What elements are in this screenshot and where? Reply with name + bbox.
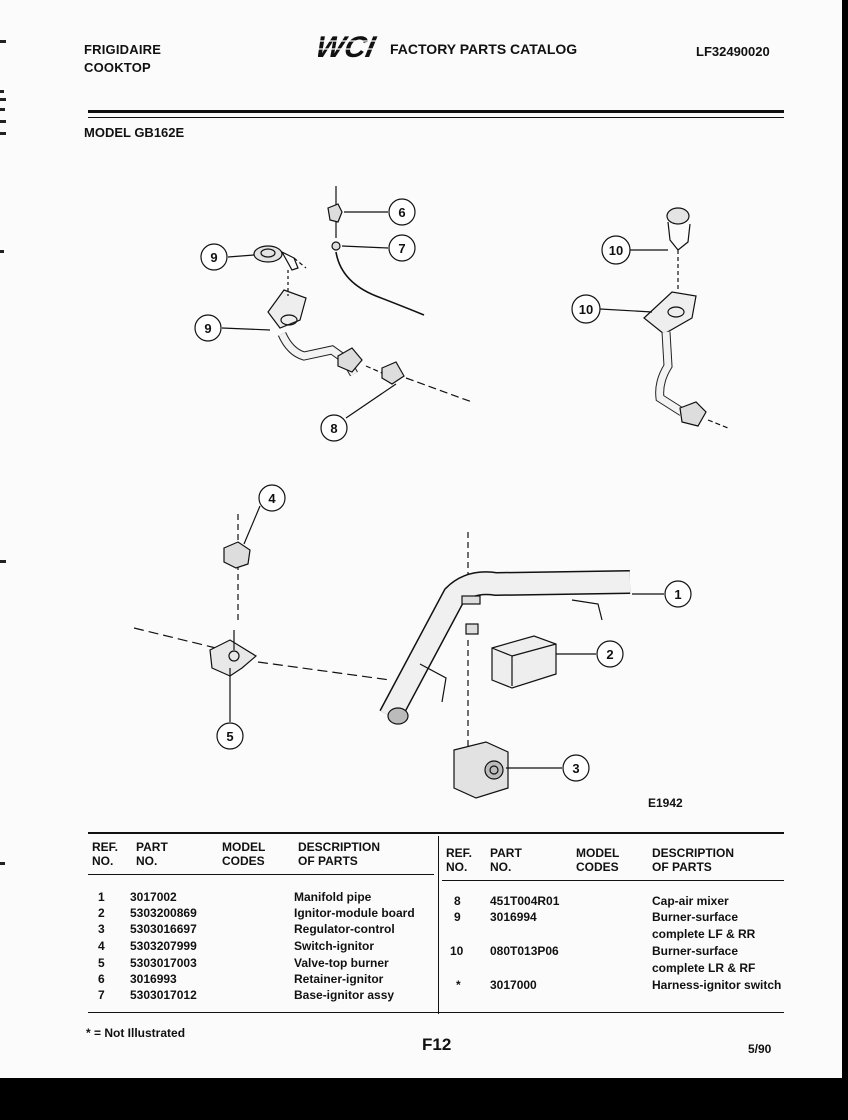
exploded-parts-diagram: 6 7 9 9 8 10 10 4 5 xyxy=(133,186,729,799)
callout-label: 1 xyxy=(674,587,681,602)
table-header-rule-left xyxy=(88,874,434,875)
callout-balloon xyxy=(258,484,286,512)
table-top-rule xyxy=(88,832,784,834)
callout-label: 10 xyxy=(609,243,623,258)
table-column-divider xyxy=(438,836,439,1014)
callout-label: 6 xyxy=(398,205,405,220)
part-base-ignitor xyxy=(331,241,425,316)
callout-label: 7 xyxy=(398,241,405,256)
callout-balloon xyxy=(571,294,601,324)
catalog-page: FRIGIDAIRE COOKTOP WCI FACTORY PARTS CAT… xyxy=(6,0,842,1078)
callout-label: 8 xyxy=(330,421,337,436)
part-burner-surface-lr-rf xyxy=(643,291,729,429)
callout-label: 4 xyxy=(268,491,276,506)
callout-balloon xyxy=(664,580,692,608)
diagram-code: E1942 xyxy=(648,796,683,810)
callout-label: 5 xyxy=(226,729,233,744)
page-edge-marks xyxy=(0,0,6,1078)
header-ref: REF.NO. xyxy=(92,840,119,868)
part-switch-ignitor xyxy=(223,514,251,620)
part-valve-top-burner xyxy=(133,627,391,681)
callout-label: 3 xyxy=(572,761,579,776)
catalog-title: FACTORY PARTS CATALOG xyxy=(390,41,578,57)
header-rule-thick xyxy=(88,110,784,113)
callout-balloon xyxy=(216,722,244,750)
table-header-rule-right xyxy=(442,880,784,881)
model-number: MODEL GB162E xyxy=(84,125,185,140)
part-regulator-control xyxy=(453,640,509,799)
product-type: COOKTOP xyxy=(84,60,151,75)
callout-balloon xyxy=(562,754,590,782)
logo-wordmark: WCI xyxy=(318,31,379,62)
callout-label: 10 xyxy=(579,302,593,317)
part-cap-air-mixer xyxy=(381,361,473,403)
wci-logo: WCI xyxy=(318,30,380,62)
callout-balloon xyxy=(388,198,416,226)
callout-label: 2 xyxy=(606,647,613,662)
callout-label: 9 xyxy=(204,321,211,336)
callout-label: 9 xyxy=(210,250,217,265)
callout-balloon xyxy=(388,234,416,262)
header-ref: REF.NO. xyxy=(446,846,473,874)
callout-balloon xyxy=(194,314,222,342)
callout-balloon xyxy=(596,640,624,668)
footnote: * = Not Illustrated xyxy=(86,1026,186,1040)
page-number: F12 xyxy=(422,1035,452,1054)
brand-block: FRIGIDAIRE COOKTOP xyxy=(84,41,161,77)
callout-balloon xyxy=(601,235,631,265)
publication-date: 5/90 xyxy=(748,1042,772,1056)
callout-balloon xyxy=(200,243,228,271)
table-bottom-rule xyxy=(88,1012,784,1013)
part-burner-cap-lr-rf xyxy=(666,207,691,290)
part-manifold-pipe xyxy=(379,532,631,725)
part-burner-cap xyxy=(253,245,307,271)
header-rule-thin xyxy=(88,117,784,118)
part-burner-surface-lf-rr xyxy=(267,270,383,377)
callout-balloon xyxy=(320,414,348,442)
part-retainer-ignitor xyxy=(327,186,343,238)
catalog-code: LF32490020 xyxy=(696,44,770,59)
brand-name: FRIGIDAIRE xyxy=(84,42,162,57)
part-ignitor-module-board xyxy=(491,635,557,689)
